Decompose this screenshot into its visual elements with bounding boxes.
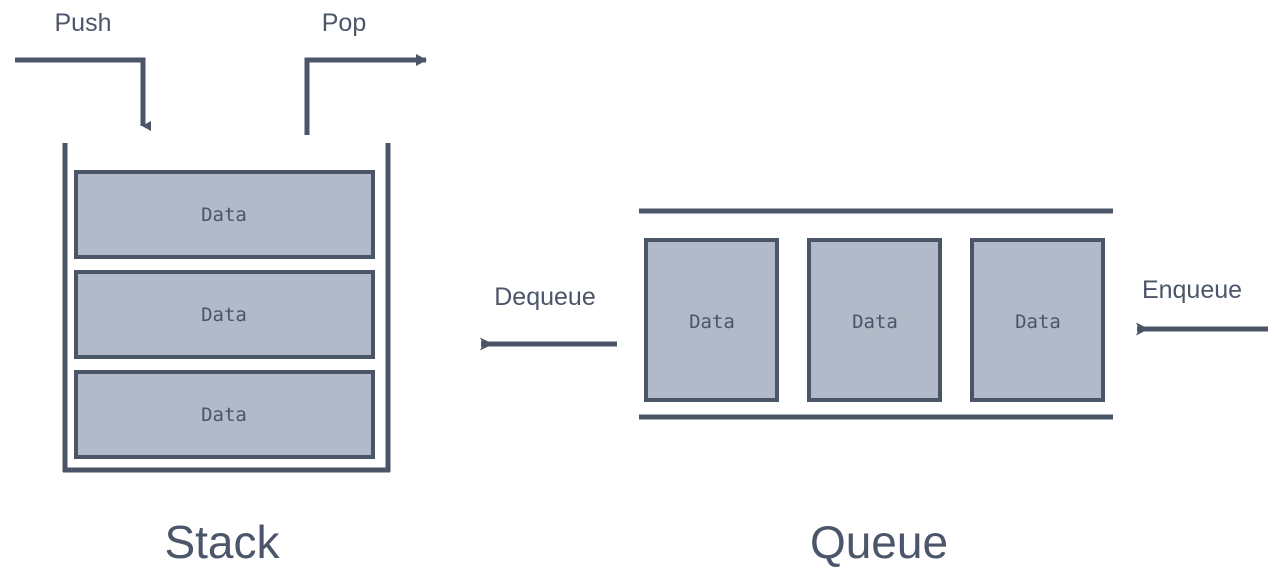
push-label: Push <box>55 9 112 37</box>
push-arrow-icon <box>15 57 151 131</box>
push-flow: Push <box>15 9 151 131</box>
queue-item-box[interactable] <box>970 238 1105 402</box>
stack-item[interactable]: Data <box>74 170 375 259</box>
enqueue-label: Enqueue <box>1142 276 1242 304</box>
stack-item-label: Data <box>201 404 247 426</box>
stack-item[interactable]: Data <box>74 270 375 359</box>
queue-item[interactable]: Data <box>807 238 942 402</box>
queue-item[interactable]: Data <box>970 238 1105 402</box>
queue-item-box[interactable] <box>807 238 942 402</box>
pop-arrow-icon <box>304 54 427 135</box>
stack-container <box>62 143 391 473</box>
stack-group: Push Pop Data <box>15 9 427 568</box>
queue-group: Dequeue Enqueue Data <box>480 208 1268 568</box>
stack-item-label: Data <box>201 304 247 326</box>
enqueue-flow: Enqueue <box>1136 276 1268 336</box>
stack-item[interactable]: Data <box>74 370 375 459</box>
queue-item-label: Data <box>1015 311 1061 333</box>
queue-item[interactable]: Data <box>644 238 779 402</box>
queue-item-label: Data <box>689 311 735 333</box>
stack-items: Data Data Data <box>74 170 375 459</box>
queue-title: Queue <box>810 516 948 568</box>
queue-item-box[interactable] <box>644 238 779 402</box>
stack-item-box[interactable] <box>74 270 375 359</box>
pop-flow: Pop <box>304 9 427 135</box>
stack-item-box[interactable] <box>74 170 375 259</box>
stack-item-label: Data <box>201 204 247 226</box>
stack-title: Stack <box>164 516 280 568</box>
pop-label: Pop <box>322 9 366 37</box>
queue-items: Data Data Data <box>644 238 1105 402</box>
dequeue-label: Dequeue <box>494 283 595 311</box>
queue-item-label: Data <box>852 311 898 333</box>
queue-container <box>639 208 1113 420</box>
dequeue-flow: Dequeue <box>480 283 617 351</box>
stack-item-box[interactable] <box>74 370 375 459</box>
